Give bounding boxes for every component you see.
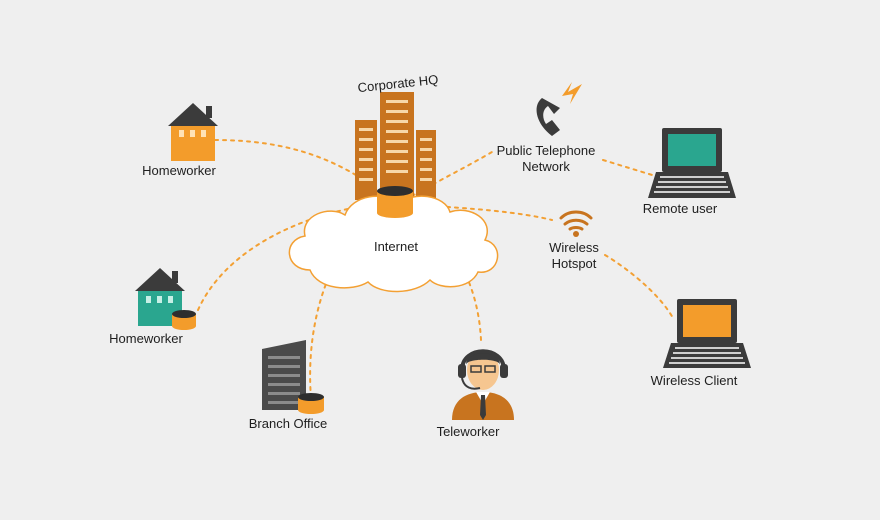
wifi-icon <box>559 210 593 231</box>
pstn-label-line2: Network <box>522 159 570 174</box>
house-icon <box>135 268 185 326</box>
pstn-label-line1: Public Telephone <box>496 143 596 158</box>
telephone-icon <box>536 82 582 136</box>
wifi-dot <box>573 231 579 237</box>
branch-office-label: Branch Office <box>248 416 328 431</box>
link-homeworker-2 <box>197 204 371 311</box>
internet-label: Internet <box>373 239 419 254</box>
link-pstn-remote <box>602 159 663 179</box>
hotspot-label-line1: Wireless <box>549 240 599 255</box>
office-building-icon <box>262 340 306 410</box>
laptop-icon <box>648 128 736 198</box>
house-icon <box>168 103 218 161</box>
homeworker-1-label: Homeworker <box>142 163 216 178</box>
link-wireless-client <box>604 254 674 319</box>
headset-person-icon <box>452 349 514 420</box>
laptop-icon <box>663 299 751 368</box>
homeworker-2-label: Homeworker <box>109 331 183 346</box>
database-cylinder-icon <box>377 186 413 218</box>
office-towers-icon <box>355 92 436 200</box>
hotspot-label-line2: Hotspot <box>551 256 597 271</box>
cloud-icon <box>288 195 499 293</box>
database-cylinder-icon <box>172 310 196 330</box>
remote-user-label: Remote user <box>642 201 718 216</box>
wireless-client-label: Wireless Client <box>650 373 738 388</box>
teleworker-label: Teleworker <box>436 424 500 439</box>
database-cylinder-icon <box>298 393 324 414</box>
